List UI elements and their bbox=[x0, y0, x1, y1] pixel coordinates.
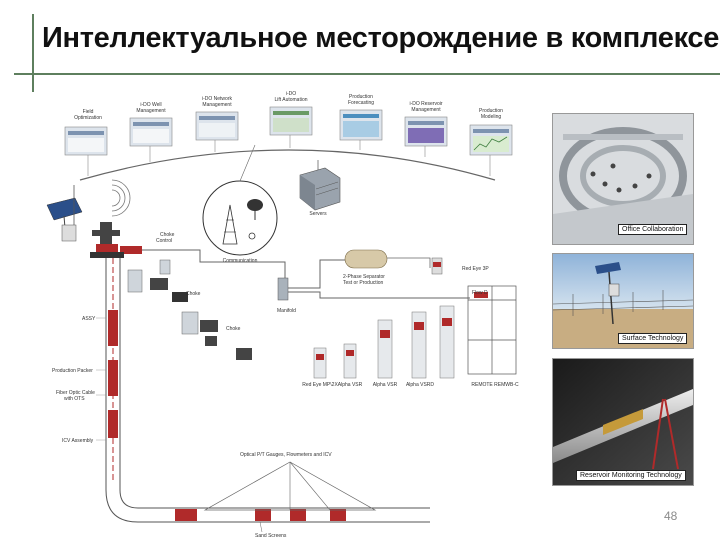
module-label-4b: Lift Automation bbox=[274, 97, 307, 103]
module-label-7a: Production bbox=[479, 108, 503, 114]
meter-2 bbox=[343, 343, 357, 379]
wellhead-icon bbox=[90, 222, 142, 258]
optical-gauges-label: Optical P/T Gauges, Flowmeters and ICV bbox=[240, 452, 332, 458]
separator-label-a: 2-Phase Separator bbox=[343, 274, 385, 280]
title-vertical-rule bbox=[32, 14, 34, 92]
surface-devices bbox=[127, 259, 252, 360]
icv-label: ICV Assembly bbox=[62, 438, 94, 444]
module-connectors bbox=[87, 135, 491, 176]
module-label-3b: Management bbox=[202, 102, 232, 108]
manifold-label: Manifold bbox=[277, 308, 296, 314]
module-screen-7 bbox=[469, 124, 513, 156]
meter-5 bbox=[439, 305, 455, 379]
module-screen-2 bbox=[129, 117, 173, 147]
meter-3 bbox=[377, 319, 393, 379]
module-label-2b: Management bbox=[136, 108, 166, 114]
choke-label-a: Choke bbox=[160, 232, 175, 238]
assy-label: ASSY bbox=[82, 316, 96, 322]
reservoir-monitoring-caption: Reservoir Monitoring Technology bbox=[576, 470, 686, 481]
flow-skid bbox=[467, 285, 517, 375]
module-label-2a: i-DO Well bbox=[140, 102, 161, 108]
module-screen-5 bbox=[339, 109, 383, 141]
well-device-label-1: Choke bbox=[186, 291, 201, 297]
meter-1 bbox=[313, 347, 327, 379]
slide-title: Интеллектуальное месторождение в комплек… bbox=[42, 22, 720, 54]
meter-label-5: REMOTE REMWB-C bbox=[471, 382, 519, 388]
meter-4 bbox=[411, 311, 427, 379]
module-label-6a: i-DO Reservoir bbox=[409, 101, 442, 107]
solar-panel-icon bbox=[46, 185, 83, 242]
page-number: 48 bbox=[664, 509, 678, 523]
sand-screens-label: Sand Screens bbox=[255, 533, 287, 539]
communication-label: Communication bbox=[223, 258, 258, 264]
module-label-6b: Management bbox=[411, 107, 441, 113]
servers-icon bbox=[299, 167, 341, 211]
radio-waves-icon bbox=[111, 179, 131, 217]
reservoir-monitoring-photo bbox=[552, 358, 694, 486]
manifold-icon bbox=[277, 277, 289, 301]
module-arc bbox=[79, 149, 496, 181]
module-label-7b: Modeling bbox=[481, 114, 502, 120]
meter-label-3: Alpha VSR bbox=[373, 382, 398, 388]
surface-technology-caption: Surface Technology bbox=[618, 333, 688, 344]
separator-label-b: Test or Production bbox=[343, 280, 384, 286]
meter-label-1: Red Eye MP\2X bbox=[302, 382, 338, 388]
choke-label-b: Control bbox=[156, 238, 172, 244]
separator-icon bbox=[344, 249, 388, 269]
module-screen-3 bbox=[195, 111, 239, 141]
title-horizontal-rule bbox=[14, 73, 720, 75]
module-label-1a: Field bbox=[83, 109, 94, 115]
module-screen-1 bbox=[64, 126, 108, 156]
fiber-optic-label-a: Fiber Optic Cable bbox=[56, 390, 95, 396]
fiber-optic-label-b: with OTS bbox=[64, 396, 85, 402]
red-eye-meter-icon bbox=[431, 257, 443, 275]
module-label-5a: Production bbox=[349, 94, 373, 100]
wellbore bbox=[105, 258, 430, 523]
module-label-4a: i-DO bbox=[286, 91, 296, 97]
module-screen-6 bbox=[404, 116, 448, 147]
surface-technology-photo bbox=[552, 253, 694, 349]
module-label-5b: Forecasting bbox=[348, 100, 374, 106]
meter-label-2: Alpha VSR bbox=[338, 382, 363, 388]
communication-icon bbox=[202, 180, 278, 256]
flow-device-label: Flow D bbox=[472, 290, 488, 296]
surface-pipe bbox=[142, 249, 286, 300]
module-label-1b: Optimization bbox=[74, 115, 102, 121]
servers-label: Servers bbox=[309, 211, 327, 217]
meter-label-4: Alpha VSRD bbox=[406, 382, 434, 388]
well-device-label-2: Choke bbox=[226, 326, 241, 332]
office-collaboration-caption: Office Collaboration bbox=[618, 224, 688, 235]
red-eye-label: Red Eye 3P bbox=[462, 266, 489, 272]
module-screen-4 bbox=[269, 106, 313, 136]
module-label-3a: i-DO Network bbox=[202, 96, 233, 102]
production-packer-label: Production Packer bbox=[52, 368, 93, 374]
